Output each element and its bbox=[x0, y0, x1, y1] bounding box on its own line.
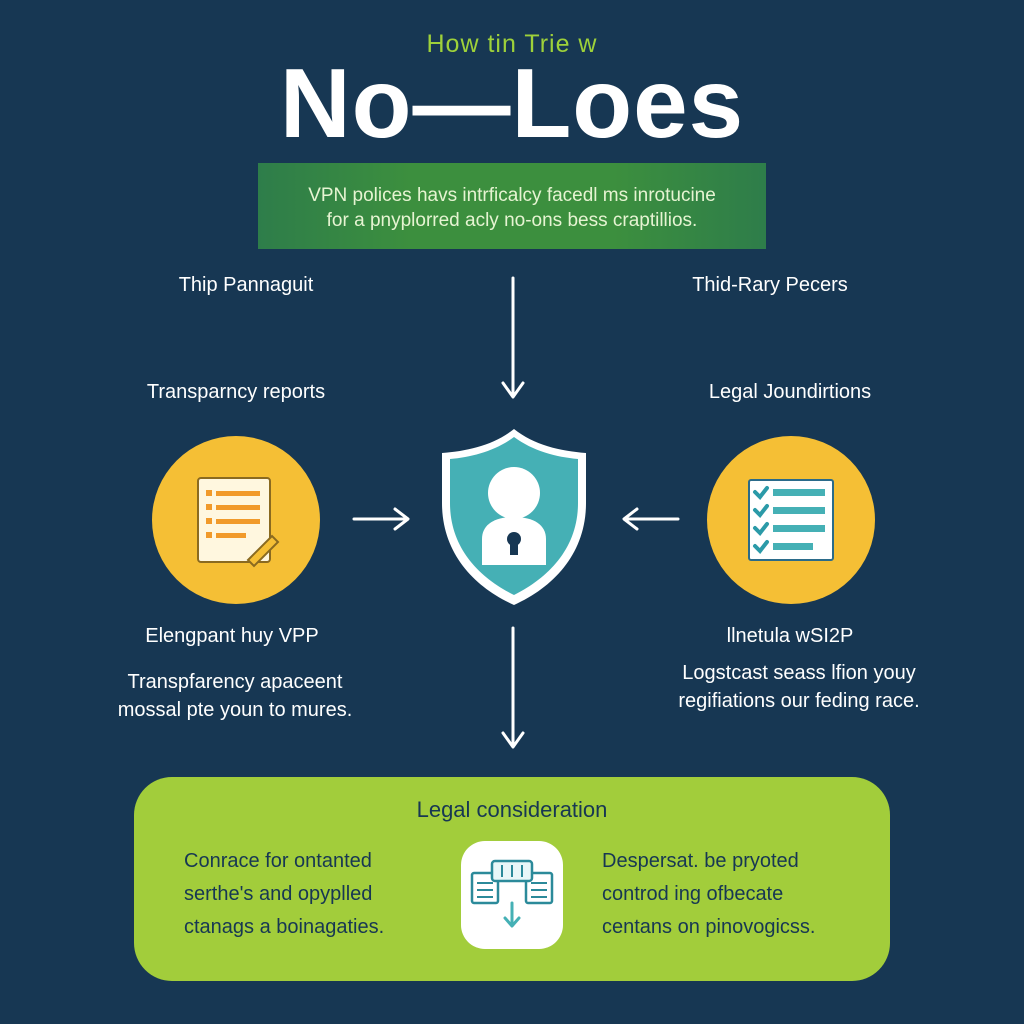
panel-icon-box bbox=[461, 841, 563, 949]
arrow-down-top-icon bbox=[501, 276, 525, 399]
panel-left-line: Conrace for ontanted bbox=[184, 850, 372, 872]
left-top-label: Thip Pannaguit bbox=[178, 274, 314, 296]
eyebrow-text: How tin Trie w bbox=[426, 30, 598, 58]
panel-right-line: controd ing ofbecate bbox=[602, 883, 784, 905]
left-section-label: Transparncy reports bbox=[146, 381, 326, 403]
right-top-label: Thid-Rary Pecers bbox=[692, 274, 848, 296]
arrow-left-right-icon bbox=[622, 507, 680, 531]
checklist-icon bbox=[748, 479, 834, 561]
right-caption-line: regifiations our feding race. bbox=[678, 690, 920, 712]
legal-panel: Legal consideration Conrace for ontanted… bbox=[134, 777, 890, 981]
right-circle bbox=[707, 436, 875, 604]
arrow-right-left-icon bbox=[352, 507, 410, 531]
left-circle bbox=[152, 436, 320, 604]
panel-title: Legal consideration bbox=[416, 797, 608, 822]
arrow-down-bottom-icon bbox=[501, 626, 525, 749]
panel-left-text: Conrace for ontanted serthe's and opypll… bbox=[184, 845, 444, 944]
left-caption-title: Elengpant huy VPP bbox=[145, 625, 319, 647]
left-caption: Transpfarency apaceent mossal pte youn t… bbox=[80, 668, 390, 724]
transfer-icon bbox=[470, 859, 554, 928]
panel-left-line: ctanags a boinagaties. bbox=[184, 916, 385, 938]
intro-line: for a pnyplorred acly no-ons bess crapti… bbox=[326, 210, 698, 231]
left-caption-line: Transpfarency apaceent bbox=[127, 671, 343, 693]
panel-right-text: Despersat. be pryoted controd ing ofbeca… bbox=[602, 845, 872, 944]
panel-right-line: centans on pinovogicss. bbox=[602, 916, 816, 938]
right-caption-line: Logstcast seass lfion youy bbox=[682, 662, 916, 684]
left-caption-line: mossal pte youn to mures. bbox=[117, 699, 353, 721]
document-icon bbox=[197, 477, 280, 568]
page-title: No—Loes bbox=[279, 48, 745, 158]
panel-left-line: serthe's and opyplled bbox=[184, 883, 373, 905]
panel-right-line: Despersat. be pryoted bbox=[602, 850, 799, 872]
shield-lock-icon bbox=[442, 429, 586, 605]
right-caption: Logstcast seass lfion youy regifiations … bbox=[634, 659, 964, 715]
intro-line: VPN polices havs intrficalcy facedl ms i… bbox=[308, 185, 716, 206]
intro-banner: VPN polices havs intrficalcy facedl ms i… bbox=[258, 163, 766, 249]
right-section-label: Legal Joundirtions bbox=[708, 381, 872, 403]
right-caption-title: llnetula wSI2P bbox=[726, 625, 854, 647]
